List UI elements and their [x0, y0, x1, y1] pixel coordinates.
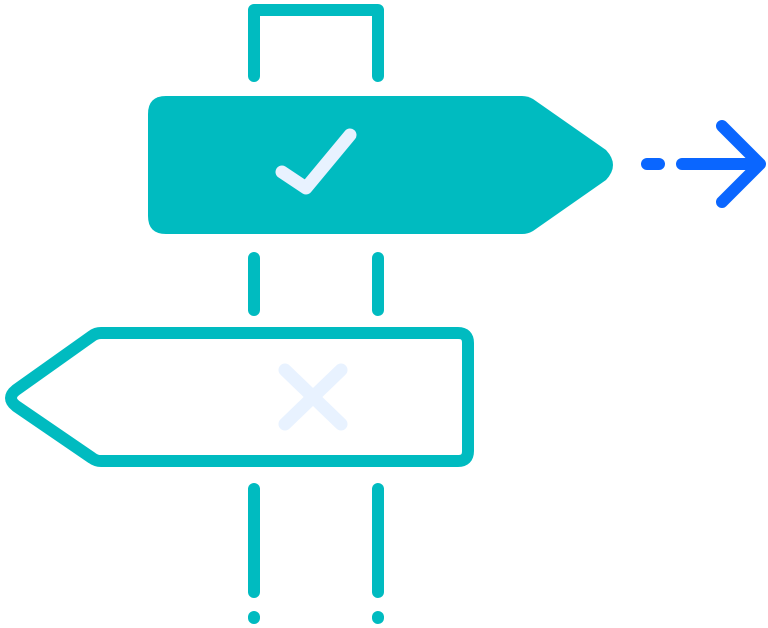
post-top: [248, 4, 384, 82]
post-bottom: [248, 483, 384, 624]
top-sign-right: [148, 96, 613, 234]
dashed-arrow-right-icon: [641, 120, 766, 208]
x-icon: [278, 363, 348, 431]
check-icon: [275, 128, 357, 195]
post-middle: [248, 252, 384, 316]
bottom-sign-left: [5, 327, 474, 467]
